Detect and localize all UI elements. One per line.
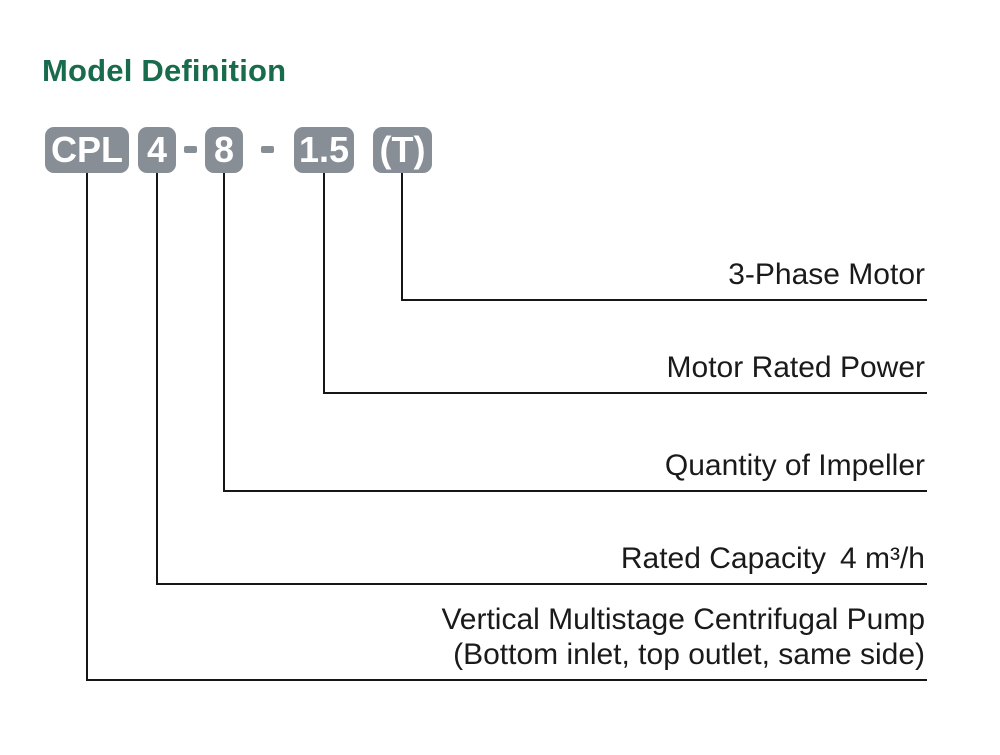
definition-label-pump-line1: Vertical Multistage Centrifugal Pump	[441, 603, 925, 636]
definition-label-power: Motor Rated Power	[667, 350, 925, 385]
connector-line-power	[323, 173, 927, 394]
definition-label-phase: 3-Phase Motor	[728, 257, 925, 292]
definition-label-capacity-text: Rated Capacity	[620, 542, 826, 575]
connector-line-pump	[86, 173, 927, 681]
definition-label-capacity-value: 4 m³/h	[839, 542, 925, 575]
model-code-segment-phase: (T)	[373, 127, 432, 173]
model-code-segment-power: 1.5	[294, 127, 354, 173]
definition-label-capacity: Rated Capacity 4 m³/h	[621, 541, 925, 576]
model-code-segment-cpl: CPL	[45, 127, 129, 173]
definition-label-phase-text: 3-Phase Motor	[728, 258, 925, 291]
definition-label-power-text: Motor Rated Power	[666, 351, 925, 384]
definition-label-impeller-text: Quantity of Impeller	[664, 449, 925, 482]
definition-label-pump-line2: (Bottom inlet, top outlet, same side)	[453, 638, 925, 671]
definition-label-pump: Vertical Multistage Centrifugal Pump (Bo…	[441, 602, 925, 672]
connector-line-capacity	[156, 173, 927, 585]
model-code-separator	[184, 146, 197, 153]
definition-label-impeller: Quantity of Impeller	[665, 448, 925, 483]
connector-line-phase	[401, 173, 927, 301]
model-code-segment-capacity: 4	[138, 127, 176, 173]
model-code-segment-impeller: 8	[205, 127, 243, 173]
page-title: Model Definition	[42, 53, 287, 88]
model-code-separator	[261, 146, 274, 153]
connector-line-impeller	[223, 173, 927, 492]
